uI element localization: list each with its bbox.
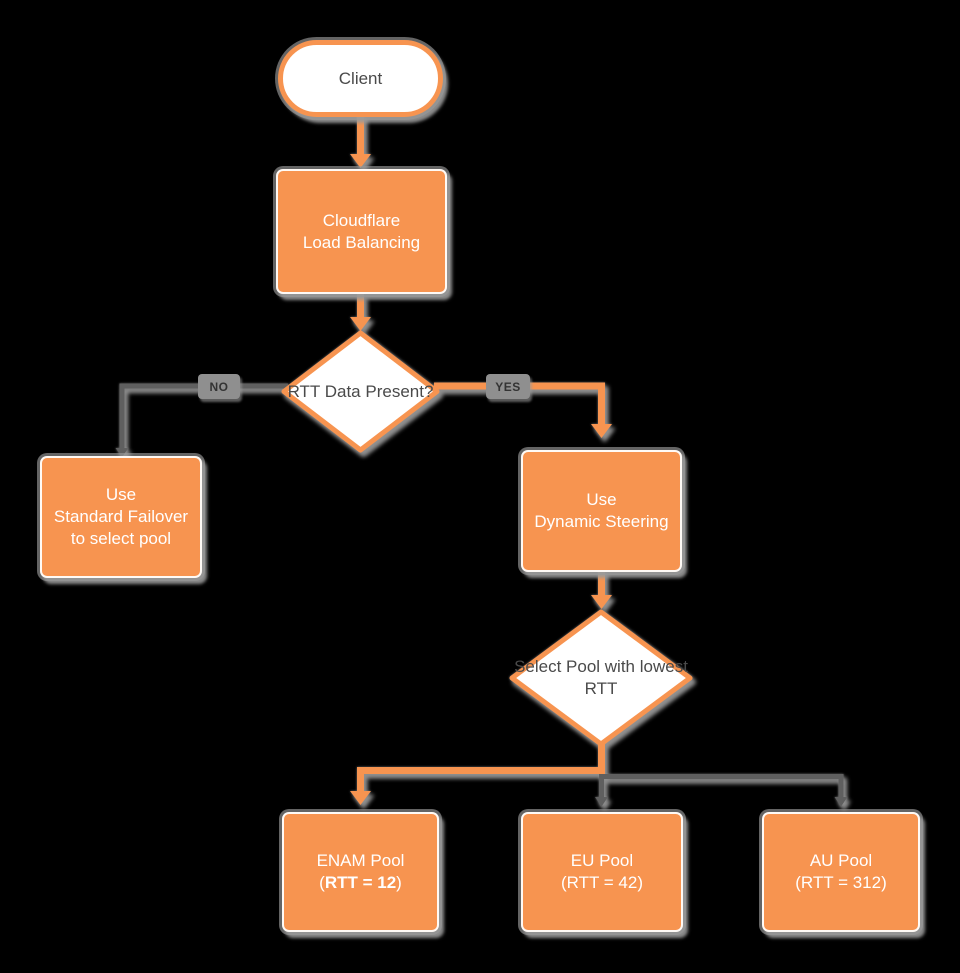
enam-rtt-suffix: ): [396, 873, 402, 892]
node-enam-pool: ENAM Pool (RTT = 12): [282, 812, 439, 932]
node-load-balancing-label: Cloudflare Load Balancing: [302, 210, 421, 252]
node-standard-failover: Use Standard Failover to select pool: [40, 456, 202, 578]
node-standard-failover-label: Use Standard Failover to select pool: [53, 485, 189, 548]
node-select-pool-shape: [509, 609, 693, 747]
edge-label-yes: YES: [486, 374, 530, 399]
enam-rtt-value: RTT = 12: [324, 873, 397, 892]
edge-select-to-au: [601, 774, 844, 799]
enam-rtt-prefix: (: [319, 873, 325, 892]
arrowhead-au: [834, 797, 848, 807]
rtt-decision-text: RTT Data Present?: [287, 381, 434, 401]
node-enam-pool-label: ENAM Pool (RTT = 12): [317, 850, 405, 894]
arrowhead-enam: [350, 791, 371, 805]
node-au-pool-label: AU Pool (RTT = 312): [795, 851, 887, 892]
node-client-label: Client: [338, 68, 383, 88]
node-load-balancing: Cloudflare Load Balancing: [276, 169, 447, 294]
node-rtt-decision-shape: [281, 330, 440, 453]
arrowhead-lb: [350, 154, 371, 168]
arrowhead-failover: [115, 448, 129, 457]
node-eu-pool-label: EU Pool (RTT = 42): [560, 851, 644, 892]
node-rtt-decision-label: RTT Data Present?: [284, 333, 437, 450]
edge-label-no: NO: [198, 374, 240, 399]
select-pool-text: Select Pool with lowest RTT: [514, 657, 688, 698]
node-eu-pool: EU Pool (RTT = 42): [521, 812, 683, 932]
arrowhead-select: [591, 595, 612, 609]
node-dynamic-steering-label: Use Dynamic Steering: [534, 490, 669, 531]
node-select-pool-label: Select Pool with lowest RTT: [512, 612, 690, 744]
arrowhead-eu: [595, 797, 608, 807]
node-dynamic-steering: Use Dynamic Steering: [521, 450, 682, 572]
edge-select-to-enam: [357, 742, 605, 793]
arrowhead-rtt: [350, 317, 371, 331]
node-au-pool: AU Pool (RTT = 312): [762, 812, 920, 932]
node-client: Client: [278, 40, 443, 117]
enam-pool-name: ENAM Pool: [316, 851, 405, 870]
arrowhead-steering: [591, 424, 612, 438]
